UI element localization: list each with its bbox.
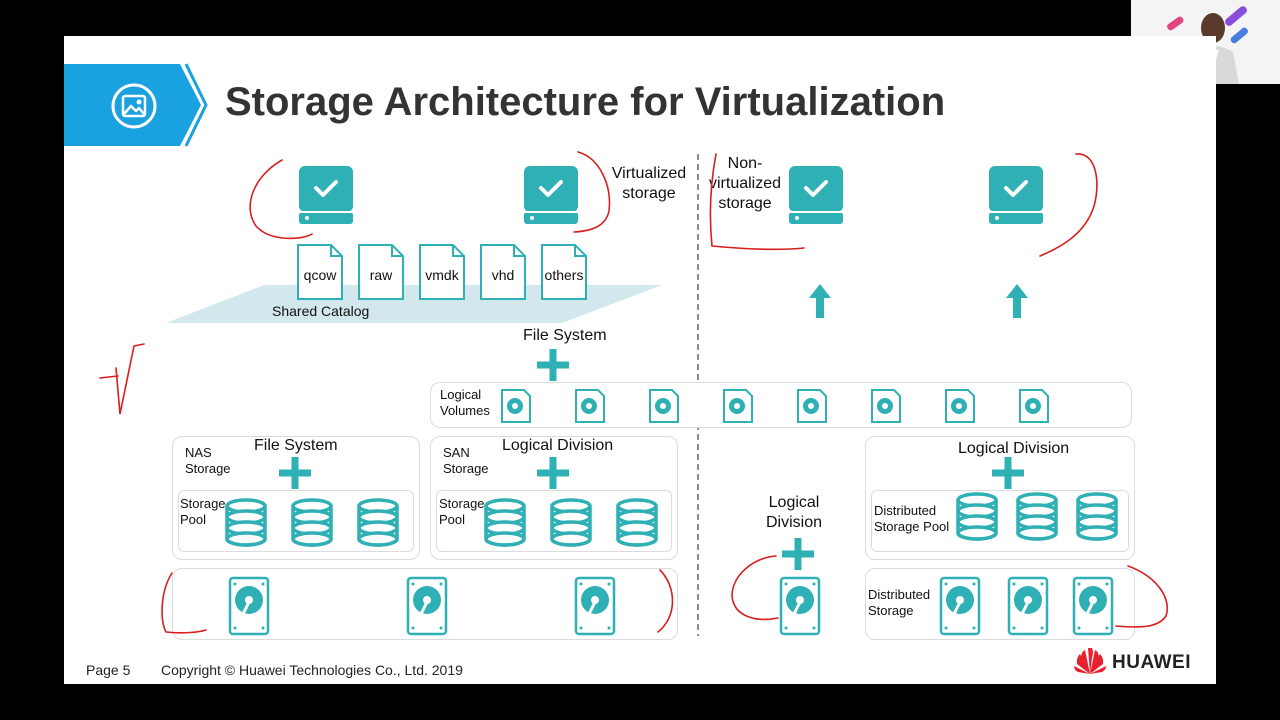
annotation-bracket-middle-disk (731, 555, 779, 621)
database-icon (956, 492, 998, 541)
hard-drive-icon (228, 576, 270, 636)
database-icon (1076, 492, 1118, 541)
database-icon (1016, 492, 1058, 541)
volume-disk-icon (945, 389, 975, 423)
non-virtualized-storage-label: Non- virtualized storage (708, 155, 782, 212)
shared-catalog-plane (166, 285, 662, 323)
middle-logical-division-label: Logical Division (765, 494, 823, 531)
server-check-icon (299, 166, 353, 224)
annotation-bracket-disk-right (657, 569, 674, 633)
san-logical-division-label: Logical Division (502, 437, 614, 454)
annotation-bracket-virtualized (573, 151, 611, 233)
database-icon (616, 498, 658, 547)
hard-drive-icon (939, 576, 981, 636)
annotation-bracket-left (249, 159, 313, 240)
annotation-cursor-mark (99, 375, 119, 379)
image-icon (111, 83, 157, 129)
arrow-up-icon (809, 284, 831, 318)
huawei-logo-icon (1074, 648, 1106, 674)
file-format-vhd: vhd (480, 244, 526, 300)
annotation-bracket-right (1039, 153, 1098, 257)
file-icon (297, 244, 343, 300)
volume-disk-icon (575, 389, 605, 423)
nas-storage-label: NAS Storage (185, 445, 231, 476)
volume-disk-icon (1019, 389, 1049, 423)
distributed-storage-pool-label: Distributed Storage Pool (874, 503, 950, 534)
file-format-others: others (541, 244, 587, 300)
file-format-label: others (544, 267, 584, 283)
plus-icon (279, 457, 311, 489)
annotation-bracket-disk-left (161, 572, 207, 634)
file-format-label: vmdk (425, 267, 459, 283)
file-format-vmdk: vmdk (419, 244, 465, 300)
nas-file-system-label: File System (254, 437, 338, 454)
nas-storage-pool-label: Storage Pool (180, 496, 226, 527)
annotation-layer (99, 151, 1168, 634)
slide: Storage Architecture for Virtualization … (64, 36, 1216, 684)
database-icon (550, 498, 592, 547)
file-icon (419, 244, 465, 300)
diagram-icons (225, 166, 1118, 636)
volume-disk-icon (797, 389, 827, 423)
logical-volumes-box (430, 382, 1132, 428)
database-icon (357, 498, 399, 547)
annotation-bracket-nonvirtualized (709, 153, 805, 251)
server-check-icon (789, 166, 843, 224)
san-storage-pool-label: Storage Pool (439, 496, 485, 527)
plus-icon (992, 457, 1024, 489)
logical-volumes-label: Logical Volumes (440, 387, 490, 418)
file-format-label: raw (369, 267, 393, 283)
right-logical-division-label: Logical Division (958, 440, 1070, 457)
distributed-storage-label: Distributed Storage (868, 587, 931, 618)
annotation-check-mark (115, 343, 145, 415)
server-check-icon (989, 166, 1043, 224)
volume-disk-icon (871, 389, 901, 423)
file-format-raw: raw (358, 244, 404, 300)
file-icon (358, 244, 404, 300)
footer-page-number: Page 5 (86, 662, 131, 678)
file-format-label: vhd (491, 267, 515, 283)
hard-drive-icon (779, 576, 821, 636)
shared-catalog-label: Shared Catalog (272, 303, 370, 319)
virtualized-storage-label: Virtualized storage (611, 165, 687, 202)
huawei-brand-text: HUAWEI (1112, 652, 1191, 673)
header-banner (64, 63, 208, 147)
page-title: Storage Architecture for Virtualization (225, 80, 946, 124)
hard-drive-icon (1072, 576, 1114, 636)
annotation-bracket-distributed (1115, 565, 1168, 628)
file-format-qcow: qcow (297, 244, 343, 300)
file-system-top-label: File System (523, 327, 607, 344)
file-format-label: qcow (303, 267, 337, 283)
database-icon (291, 498, 333, 547)
san-storage-label: SAN Storage (443, 445, 489, 476)
plus-icon (537, 457, 569, 489)
database-icon (225, 498, 267, 547)
hard-drive-icon (1007, 576, 1049, 636)
footer-copyright: Copyright © Huawei Technologies Co., Ltd… (161, 662, 463, 678)
arrow-up-icon (1006, 284, 1028, 318)
hard-drive-icon (406, 576, 448, 636)
plus-icon (782, 538, 814, 570)
volume-disk-icon (649, 389, 679, 423)
volume-disk-icon (723, 389, 753, 423)
plus-icon (537, 349, 569, 381)
hard-drive-icon (574, 576, 616, 636)
file-icon (480, 244, 526, 300)
file-icon (541, 244, 587, 300)
database-icon (484, 498, 526, 547)
server-check-icon (524, 166, 578, 224)
volume-disk-icon (501, 389, 531, 423)
